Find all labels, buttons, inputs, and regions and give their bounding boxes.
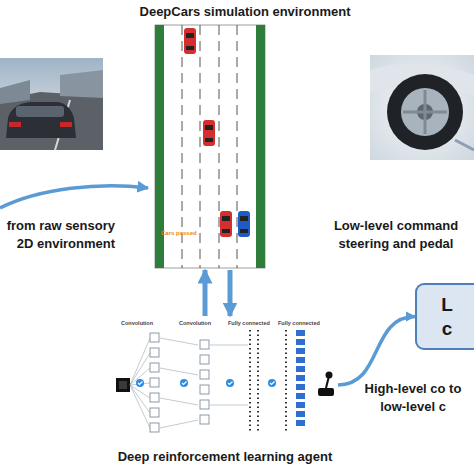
flow-arrow <box>228 270 233 316</box>
flow-arrow <box>203 270 208 316</box>
flow-arrow <box>338 317 415 386</box>
road-simulation <box>155 25 265 268</box>
tyre-photo <box>370 55 474 160</box>
layer-label: Fully connected <box>228 321 276 327</box>
joystick-icon <box>318 372 334 397</box>
controller-box: L c <box>415 283 474 350</box>
red-car <box>184 28 196 54</box>
layer-label: Fully connected <box>278 321 326 327</box>
layer-label: Convolution <box>179 321 219 327</box>
caption-text: High-level co to low-level c <box>358 380 468 415</box>
agent-panel: Deep reinforcement learning agent <box>112 316 338 468</box>
box-label: L c <box>440 293 470 341</box>
red-car <box>220 211 232 237</box>
blue-car <box>238 211 250 237</box>
flow-arrow <box>0 186 148 208</box>
environment-panel: DeepCars simulation environment <box>120 2 370 270</box>
caption-text: Low-level command steering and pedal <box>318 217 474 252</box>
neural-network <box>116 330 334 432</box>
car-photo <box>0 58 103 150</box>
panel-heading: DeepCars simulation environment <box>120 4 370 19</box>
counter-text: Cars passed <box>161 230 221 236</box>
red-car <box>203 120 215 146</box>
layer-label: Convolution <box>121 321 161 327</box>
panel-heading: Deep reinforcement learning agent <box>112 449 338 464</box>
caption-text: from raw sensory 2D environment <box>0 217 115 252</box>
